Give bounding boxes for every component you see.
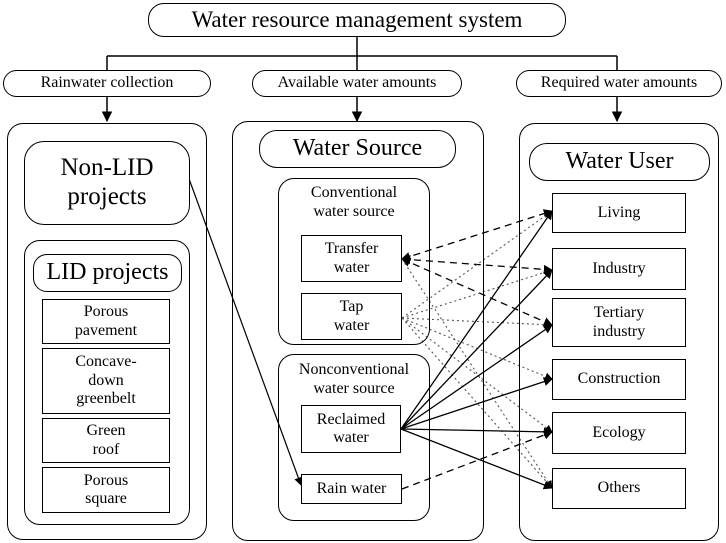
user-construction: Construction — [552, 359, 686, 400]
lid-item-porous-square: Porous square — [42, 467, 170, 513]
lid-projects-header: LID projects — [33, 254, 182, 292]
middle-panel — [232, 121, 484, 541]
conventional-water-source-title: Conventional water source — [310, 184, 398, 221]
dot-transfer-others — [401, 258, 553, 489]
water-user-header: Water User — [529, 143, 710, 181]
lid-item-porous-pavement: Porous pavement — [42, 299, 170, 344]
reclaimed-water-box: Reclaimed water — [301, 405, 401, 453]
dash-transfer-living — [401, 209, 553, 261]
dot-tap-living — [401, 210, 553, 319]
right-panel — [519, 123, 719, 541]
water-source-header: Water Source — [259, 130, 456, 168]
required-water-box: Required water amounts — [516, 70, 722, 97]
user-others: Others — [552, 468, 686, 509]
solid-reclaimed-others — [400, 428, 553, 490]
nonconventional-water-source-panel — [278, 354, 430, 521]
dash-rainwater-ecology — [401, 430, 553, 490]
user-living: Living — [552, 193, 686, 233]
system-title: Water resource management system — [148, 3, 566, 37]
user-tertiary-industry: Tertiary industry — [552, 298, 686, 347]
lid-projects-panel — [24, 240, 190, 525]
lid-item-concave-down-greenbelt: Concave- down greenbelt — [42, 348, 170, 414]
non-lid-projects-box: Non-LID projects — [24, 141, 190, 225]
left-panel — [7, 123, 207, 540]
lid-item-green-roof: Green roof — [42, 418, 170, 463]
rainwater-collection-box: Rainwater collection — [3, 70, 211, 97]
solid-reclaimed-industry — [400, 269, 553, 430]
solid-reclaimed-ecology — [400, 427, 553, 437]
solid-reclaimed-tertiary — [400, 324, 553, 430]
tap-water-box: Tap water — [301, 293, 402, 340]
solid-reclaimed-construction — [400, 377, 553, 430]
transfer-water-box: Transfer water — [301, 235, 402, 282]
available-water-box: Available water amounts — [252, 70, 462, 97]
user-ecology: Ecology — [552, 412, 686, 454]
conventional-water-source-panel — [278, 178, 430, 345]
rain-water-box: Rain water — [301, 474, 402, 504]
user-industry: Industry — [552, 248, 686, 290]
nonconventional-water-source-title: Nonconventional water source — [298, 361, 410, 398]
solid-reclaimed-living — [400, 210, 553, 430]
dot-tap-industry — [401, 268, 553, 319]
dot-tap-tertiary — [401, 317, 553, 329]
dash-transfer-tertiary — [401, 258, 553, 326]
